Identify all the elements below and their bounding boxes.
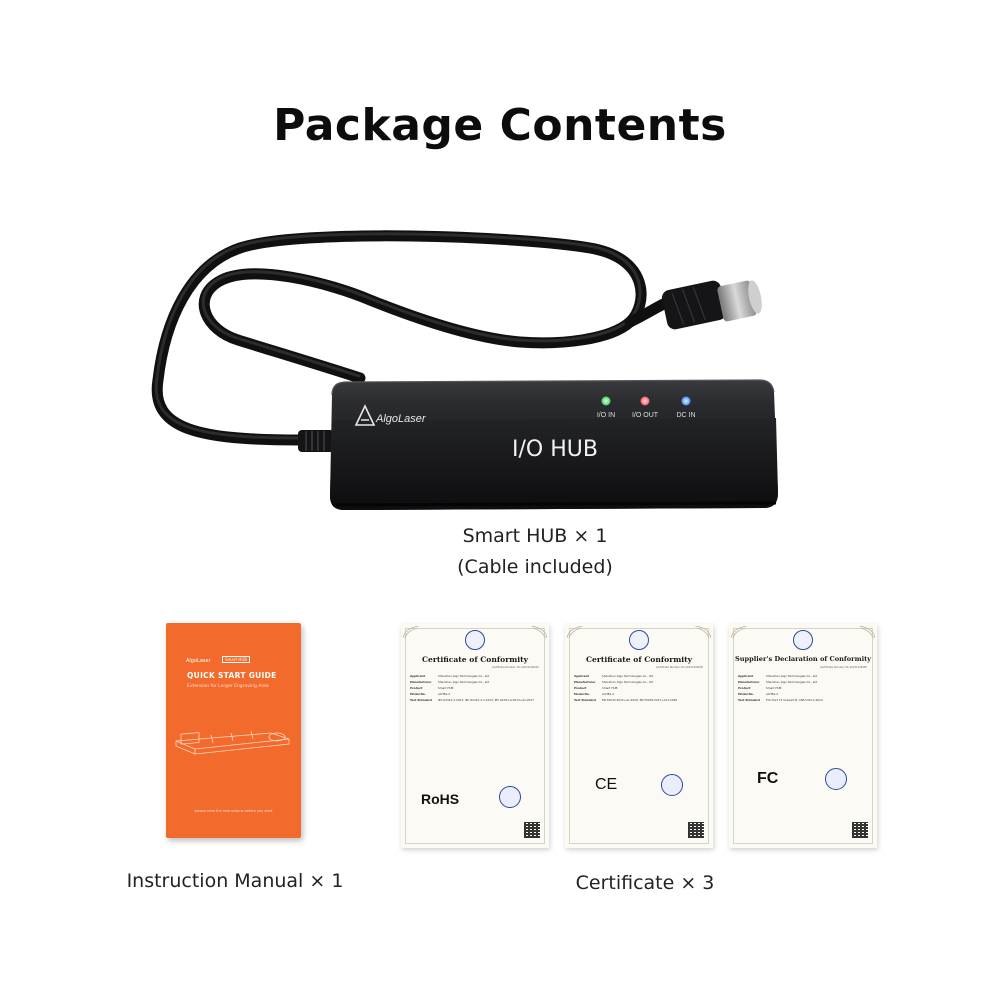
qr-code-icon bbox=[688, 822, 704, 838]
row-key: Product bbox=[574, 686, 587, 691]
indicator-io-out: I/O OUT bbox=[632, 396, 659, 419]
manual-title: QUICK START GUIDE bbox=[187, 671, 277, 680]
brand-text: AlgoLaser bbox=[375, 413, 427, 425]
row-key: Test Standard bbox=[738, 698, 760, 703]
certificate-number: Certificate Number: DL-2023120605E bbox=[655, 666, 703, 669]
page-title: Package Contents bbox=[273, 100, 727, 151]
row-value: EN 55032:2015+A1:2020, EN 55035:2017+A11… bbox=[602, 698, 678, 703]
row-value: Shenzhen Algo Technologies Co., Ltd bbox=[766, 680, 818, 685]
row-value: Shenzhen Algo Technologies Co., Ltd bbox=[602, 674, 654, 678]
certificate-rohs: Certificate of Conformity Certificate Nu… bbox=[401, 624, 549, 848]
algolaser-logo: AlgoLaser bbox=[354, 404, 427, 426]
din-plug-connector bbox=[661, 280, 762, 330]
row-key: Applicant bbox=[574, 674, 589, 678]
row-value: Smart HUB bbox=[438, 686, 454, 691]
certificate-ce: Certificate of Conformity Certificate Nu… bbox=[565, 624, 713, 848]
hub-caption: Smart HUB × 1 (Cable included) bbox=[300, 521, 770, 583]
indicator-dc-in: DC IN bbox=[676, 396, 696, 419]
row-key: Applicant bbox=[410, 674, 425, 678]
row-key: Manufacturer bbox=[738, 680, 760, 685]
certification-seal-icon bbox=[465, 630, 485, 650]
corner-ornament-icon bbox=[403, 626, 419, 638]
corner-ornament-icon bbox=[859, 626, 875, 638]
row-value: ALHB1-2 bbox=[766, 692, 779, 697]
instruction-manual-image: AlgoLaser Smart HUB QUICK START GUIDE Ex… bbox=[166, 623, 301, 838]
row-value: Shenzhen Algo Technologies Co., Ltd bbox=[438, 674, 490, 678]
indicator-io-out-label: I/O OUT bbox=[632, 412, 659, 419]
row-value: Shenzhen Algo Technologies Co., Ltd bbox=[766, 674, 818, 678]
indicator-dc-in-label: DC IN bbox=[676, 412, 695, 419]
rohs-mark: RoHS bbox=[421, 791, 460, 807]
row-value: ALHB1-2 bbox=[438, 692, 451, 697]
certification-seal-icon bbox=[793, 630, 813, 650]
certification-badge-icon bbox=[825, 768, 847, 790]
certification-badge-icon bbox=[661, 774, 683, 796]
row-value: Smart HUB bbox=[766, 686, 782, 691]
manual-brand: AlgoLaser bbox=[186, 658, 211, 664]
certificate-title: Certificate of Conformity bbox=[585, 655, 693, 664]
row-value: Shenzhen Algo Technologies Co., Ltd bbox=[438, 680, 490, 685]
row-key: Product bbox=[410, 686, 423, 691]
row-key: Model No. bbox=[574, 692, 590, 697]
certificate-border bbox=[405, 628, 545, 844]
certificate-border bbox=[733, 628, 873, 844]
row-key: Model No. bbox=[410, 692, 426, 697]
corner-ornament-icon bbox=[695, 626, 711, 638]
row-value: FCC Part 15 Subpart B, ANSI C63.4-2014 bbox=[766, 698, 823, 703]
io-hub-body bbox=[330, 379, 778, 510]
qr-code-icon bbox=[524, 822, 540, 838]
row-value: IEC 62321-1:2013, IEC 62321-3-1:2013, IE… bbox=[438, 698, 534, 703]
certificate-fcc: Supplier's Declaration of Conformity Cer… bbox=[729, 624, 877, 848]
corner-ornament-icon bbox=[531, 626, 547, 638]
certification-badge-icon bbox=[499, 786, 521, 808]
certificate-title: Supplier's Declaration of Conformity bbox=[734, 655, 871, 663]
row-key: Test Standard bbox=[410, 698, 432, 703]
hub-label: I/O HUB bbox=[512, 437, 598, 462]
row-key: Model No. bbox=[738, 692, 754, 697]
certificate-title: Certificate of Conformity bbox=[421, 655, 529, 664]
hub-caption-line2: (Cable included) bbox=[457, 556, 613, 578]
certificate-caption: Certificate × 3 bbox=[575, 872, 715, 894]
row-value: Shenzhen Algo Technologies Co., Ltd bbox=[602, 680, 654, 685]
corner-ornament-icon bbox=[731, 626, 747, 638]
manual-brand-tag: Smart HUB bbox=[222, 656, 251, 663]
hub-caption-line1: Smart HUB × 1 bbox=[462, 525, 608, 547]
manual-subtitle: Extension for Larger Engraving Area bbox=[187, 684, 269, 689]
manual-caption: Instruction Manual × 1 bbox=[126, 870, 344, 892]
fcc-mark: FC bbox=[757, 770, 779, 787]
row-key: Manufacturer bbox=[410, 680, 432, 685]
row-key: Test Standard bbox=[574, 698, 596, 703]
manual-footer: please read the instructions before you … bbox=[194, 809, 273, 813]
row-key: Product bbox=[738, 686, 751, 691]
qr-code-icon bbox=[852, 822, 868, 838]
certificate-number: Certificate Number: DL-2023120604C bbox=[491, 666, 539, 669]
certificate-number: Certificate Number: DL-2023120606F bbox=[820, 666, 867, 669]
indicator-io-in: I/O IN bbox=[597, 396, 615, 419]
row-key: Applicant bbox=[738, 674, 753, 678]
row-value: Smart HUB bbox=[602, 686, 618, 691]
certification-seal-icon bbox=[629, 630, 649, 650]
certificate-border bbox=[569, 628, 709, 844]
laser-engraver-outline-icon bbox=[175, 730, 290, 755]
ce-mark: CE bbox=[595, 776, 618, 793]
corner-ornament-icon bbox=[567, 626, 583, 638]
row-value: ALHB1-2 bbox=[602, 692, 615, 697]
strain-relief bbox=[298, 430, 334, 452]
indicator-io-in-label: I/O IN bbox=[597, 412, 615, 419]
row-key: Manufacturer bbox=[574, 680, 596, 685]
